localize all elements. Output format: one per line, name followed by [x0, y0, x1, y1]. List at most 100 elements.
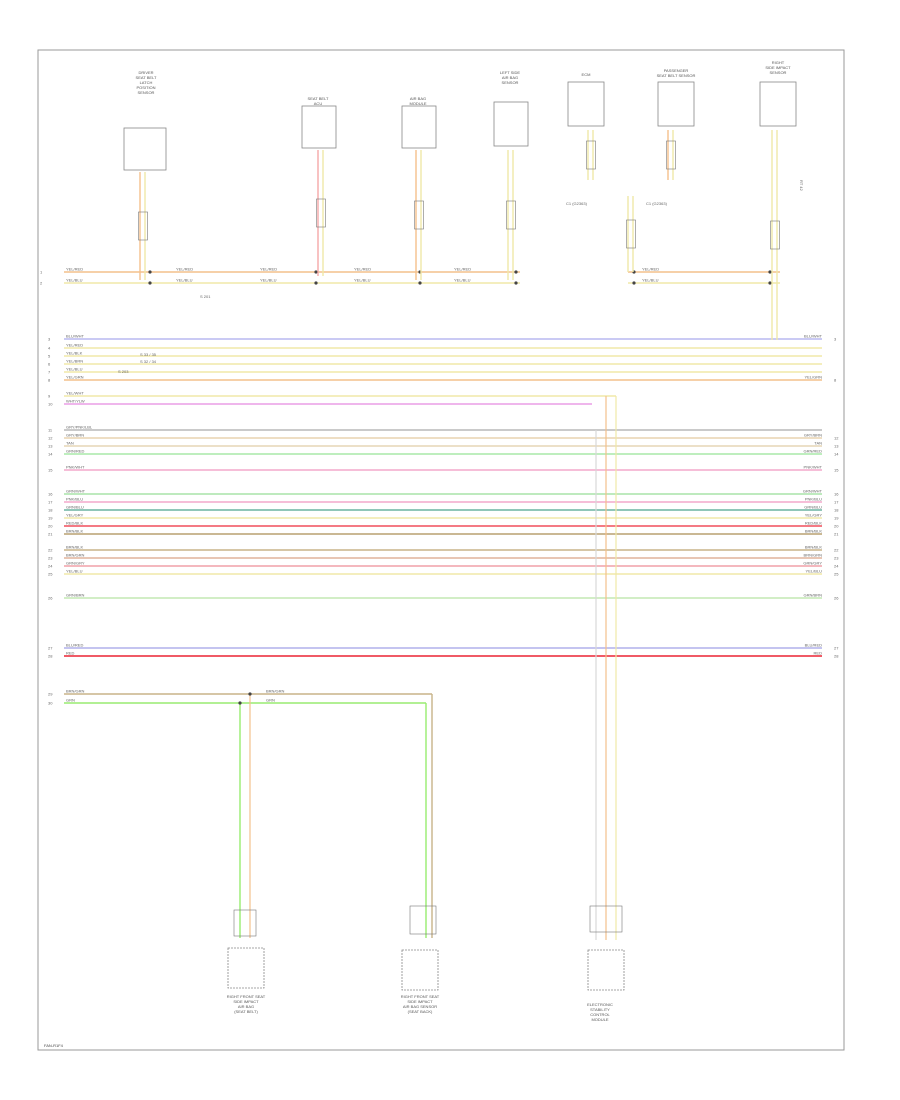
bus-wire-label-left: RED: [66, 651, 75, 656]
component-label: SEAT BELT SENSOR: [657, 73, 696, 78]
bottom-wire-label: GRN: [66, 698, 75, 703]
component-label: SIDE IMPACT: [233, 999, 259, 1004]
bus-wire-number-right: 16: [834, 492, 839, 497]
component-label: ECM: [582, 72, 591, 77]
bus-wire-number: 7: [48, 370, 51, 375]
top-wire-label: YEL/RED: [354, 267, 371, 272]
connector-pins: [666, 140, 676, 170]
bus-wire-label-right: RED: [814, 651, 823, 656]
top-wire-label: YEL/RED: [454, 267, 471, 272]
bus-wire-label-left: GRN/BRN: [66, 593, 85, 598]
component-label: LATCH: [140, 80, 153, 85]
splice-dot: [148, 281, 152, 285]
component-label: AIR BAG: [502, 75, 518, 80]
bus-wire-number: 11: [48, 428, 53, 433]
bus-wire-number: 25: [48, 572, 53, 577]
component-box: [657, 81, 695, 127]
bus-wire-label-left: YEL/BRN: [66, 359, 83, 364]
component-label: MODULE: [591, 1017, 608, 1022]
bus-wire-number: 28: [48, 654, 53, 659]
bottom-wire-label: BRN/GRN: [266, 689, 285, 694]
component-label: AIR BAG SENSOR: [403, 1004, 437, 1009]
bus-wire-label-right: BRN/BLK: [805, 545, 822, 550]
splice-label-a: S 201: [200, 294, 211, 299]
component-label: RIGHT FRONT SEAT: [227, 994, 266, 999]
bus-wire-label-right: YEL/BLU: [806, 569, 823, 574]
bus-wire-number: 19: [48, 516, 53, 521]
bus-wire-number-right: 13: [834, 444, 839, 449]
bus-wire-number: 13: [48, 444, 53, 449]
connector-pins: [409, 905, 437, 935]
component-label: (SEAT BACK): [408, 1009, 433, 1014]
bus-wire-label-left: BRN/BLK: [66, 529, 83, 534]
component-label: CONTROL: [590, 1012, 610, 1017]
bus-wire-number-right: 28: [834, 654, 839, 659]
component-label: ACU: [314, 101, 323, 106]
bus-wire-number: 3: [48, 337, 51, 342]
top-wire-label: YEL/BLU: [260, 278, 277, 283]
bus-wire-label-right: GRY/BRN: [804, 433, 822, 438]
bus-wire-label-right: PNK/WHT: [804, 465, 823, 470]
bus-wire-number-right: 27: [834, 646, 839, 651]
component-label: POSITION: [136, 85, 155, 90]
top-wire-label: YEL/BLU: [66, 278, 83, 283]
component-label: RIGHT: [772, 60, 785, 65]
bus-wire-number: 4: [48, 346, 51, 351]
bus-wire-number-right: 26: [834, 596, 839, 601]
bus-wire-label-left: GRY/PNK/LBL: [66, 425, 93, 430]
side-label: RT 42: [799, 180, 804, 192]
bus-wire-label-right: BLU/RED: [805, 643, 822, 648]
connector-pins: [233, 909, 257, 937]
bus-wire-number: 16: [48, 492, 53, 497]
top-wire-label: YEL/BLU: [354, 278, 371, 283]
bus-wire-label-left: PNK/BLU: [66, 497, 83, 502]
component-label: (SEAT BELT): [234, 1009, 258, 1014]
bus-wire-label-right: RED/BLK: [805, 521, 822, 526]
bus-wire-label-right: GRN/BRN: [804, 593, 823, 598]
bus-wire-number-right: 21: [834, 532, 839, 537]
connector-pins: [586, 140, 596, 170]
bus-wire-label-left: YEL/RED: [66, 343, 83, 348]
component-box: [401, 949, 439, 991]
connector-pins: [770, 220, 780, 250]
connector-pins: [414, 200, 424, 230]
bus-wire-label-left: GRN/BLU: [66, 505, 84, 510]
connector-pins: [506, 200, 516, 230]
component-label: LEFT SIDE: [500, 70, 520, 75]
top-wire-number: 2: [40, 281, 43, 286]
bus-wire-number: 23: [48, 556, 53, 561]
connector-pins: [626, 219, 636, 249]
vertical-wire-runs: [138, 130, 780, 940]
component-label: ELECTRONIC: [587, 1002, 613, 1007]
bus-wire-label-right: GRN/BLU: [804, 505, 822, 510]
bus-wire-number: 27: [48, 646, 53, 651]
component-label: DRIVER: [138, 70, 153, 75]
splice-dot: [768, 270, 772, 274]
bus-wire-number: 17: [48, 500, 53, 505]
splice-label-d: S 203: [118, 369, 129, 374]
component-box: [227, 947, 265, 989]
bus-wire-label-left: BLU/WHT: [66, 334, 85, 339]
bottom-wire-label: GRN: [266, 698, 275, 703]
splice-dot: [314, 281, 318, 285]
component-label: SIDE IMPACT: [407, 999, 433, 1004]
bus-wire-label-left: GRN/RED: [66, 449, 85, 454]
bus-wire-number: 24: [48, 564, 53, 569]
splice-dot: [314, 270, 318, 274]
component-label: AIR BAG: [410, 96, 426, 101]
bus-wire-number-right: 12: [834, 436, 839, 441]
component-label: SEAT BELT: [136, 75, 157, 80]
diagram-frame: [37, 49, 845, 1051]
bus-wire-number-right: 19: [834, 516, 839, 521]
connector-label-a: C1 (G2363): [566, 201, 588, 206]
bus-wire-label-right: YEL/GRY: [805, 513, 823, 518]
bus-wire-number-right: 18: [834, 508, 839, 513]
bus-wire-number: 6: [48, 362, 51, 367]
bus-wire-number: 20: [48, 524, 53, 529]
footer-code: FAN-R1F4: [44, 1043, 64, 1048]
connector-label-b: C1 (G2363): [646, 201, 668, 206]
bus-wire-number-right: 22: [834, 548, 839, 553]
